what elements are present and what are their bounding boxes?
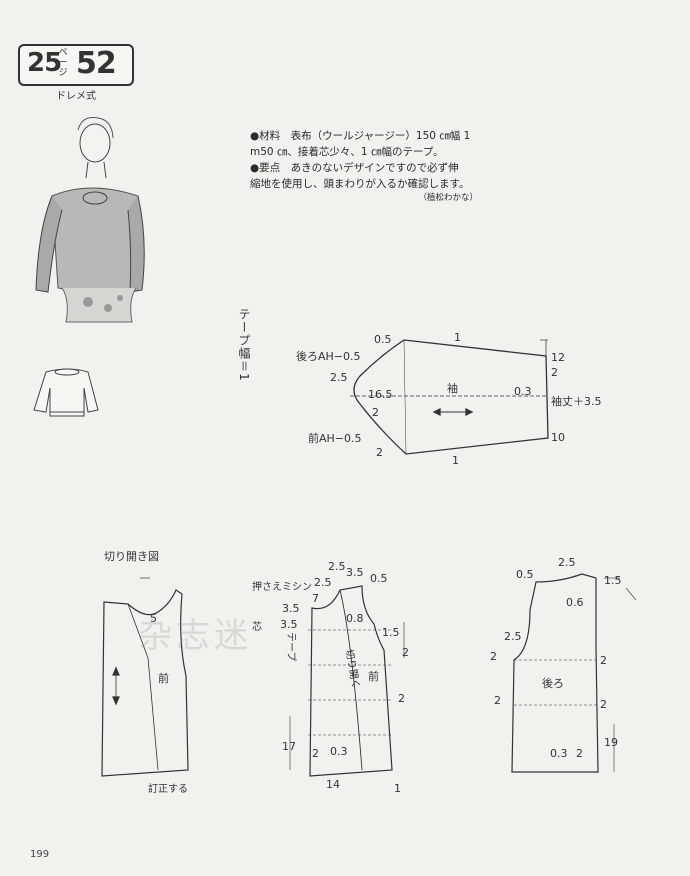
back-m-2-a: 2 <box>490 650 497 663</box>
sleeve-m-1-top: 1 <box>454 331 461 344</box>
front-m-35-top: 3.5 <box>346 566 364 579</box>
front-bodice-pattern <box>289 585 405 777</box>
back-m-06: 0.6 <box>566 596 584 609</box>
tape-width-label: テープ幅＝1 <box>237 308 251 382</box>
front-m-08: 0.8 <box>346 612 364 625</box>
front-m-14: 14 <box>326 778 340 791</box>
front-m-17: 17 <box>282 740 296 753</box>
front-m-25: 2.5 <box>328 560 346 573</box>
page-number: 199 <box>30 849 50 860</box>
back-m-2-d: 2 <box>600 698 607 711</box>
front-label: 前 <box>368 669 379 683</box>
back-m-25-side: 2.5 <box>504 630 522 643</box>
front-m-2-mid: 2 <box>398 692 405 705</box>
front-m-15: 1.5 <box>382 626 400 639</box>
front-cut-open: 切り開く <box>343 648 362 689</box>
sleeve-back-ah: 後ろAH−0.5 <box>296 349 361 363</box>
front-interfacing: 芯 <box>252 620 262 633</box>
sleeve-label: 袖 <box>447 381 458 395</box>
front-m-35-a: 3.5 <box>282 602 300 615</box>
sleeve-m-2-right: 2 <box>551 366 558 379</box>
sleeve-m-1-bottom: 1 <box>452 454 459 467</box>
materials-line-1: ●材料 表布（ウールジャージー）150 ㎝幅 1 <box>250 130 471 142</box>
cutopen-title: 切り開き図 <box>104 550 159 563</box>
front-m-1: 1 <box>394 782 401 795</box>
pattern-style: ドレメ式 <box>24 85 128 102</box>
ref-page-label: ページ <box>58 48 68 78</box>
sleeve-m-25: 2.5 <box>330 371 348 384</box>
sleeve-m-165: 16.5 <box>368 388 393 401</box>
materials-line-3: ●要点 あきのないデザインですので必ず伸 <box>250 162 459 174</box>
front-tape-note: テープ <box>285 632 297 661</box>
front-m-7: 7 <box>312 592 319 605</box>
ref-number-left: 25 <box>27 48 62 78</box>
back-m-05: 0.5 <box>516 568 534 581</box>
back-bodice-pattern <box>511 573 637 773</box>
cutopen-correction: 訂正する <box>148 782 188 795</box>
sleeve-m-2-low: 2 <box>376 446 383 459</box>
cutopen-m-5: 5 <box>150 612 157 625</box>
reference-badge: 25 ページ 52 <box>18 44 134 86</box>
front-m-05: 0.5 <box>370 572 388 585</box>
back-m-19: 19 <box>604 736 618 749</box>
front-m-35-b: 3.5 <box>280 618 298 631</box>
sleeve-m-03: 0.3 <box>514 385 532 398</box>
front-m-03: 0.3 <box>330 745 348 758</box>
back-m-03: 0.3 <box>550 747 568 760</box>
back-m-2-b: 2 <box>600 654 607 667</box>
materials-line-2: m50 ㎝、接着芯少々、1 ㎝幅のテープ。 <box>250 146 444 158</box>
front-m-2-hem: 2 <box>312 747 319 760</box>
sleeve-m-12: 12 <box>551 351 565 364</box>
cutopen-diagram <box>101 577 189 777</box>
watermark: 杂志迷 <box>138 616 252 656</box>
materials-line-4: 縮地を使用し、頭まわりが入るか確認します。 <box>250 178 470 190</box>
sleeve-length: 袖丈＋3.5 <box>551 394 602 408</box>
front-m-2-side: 2 <box>402 646 409 659</box>
back-m-15: 1.5 <box>604 574 622 587</box>
sleeve-front-ah: 前AH−0.5 <box>308 431 362 445</box>
sleeve-m-2-mid: 2 <box>372 406 379 419</box>
model-illustration <box>35 117 145 323</box>
front-m-25b: 2.5 <box>314 576 332 589</box>
sleeve-m-10: 10 <box>551 431 565 444</box>
back-m-2-hem: 2 <box>576 747 583 760</box>
ref-number-right: 52 <box>76 46 117 81</box>
front-press-stitch: 押さえミシン <box>252 580 312 593</box>
sleeve-pattern <box>350 339 549 455</box>
flat-sketch <box>33 368 99 417</box>
materials-text: ●材料 表布（ウールジャージー）150 ㎝幅 1 m50 ㎝、接着芯少々、1 ㎝… <box>250 128 478 204</box>
cutopen-front-label: 前 <box>158 671 169 685</box>
back-label: 後ろ <box>542 676 564 690</box>
sleeve-m-05: 0.5 <box>374 333 392 346</box>
designer-credit: （植松わかな） <box>418 193 478 203</box>
back-m-25-top: 2.5 <box>558 556 576 569</box>
back-m-2-c: 2 <box>494 694 501 707</box>
